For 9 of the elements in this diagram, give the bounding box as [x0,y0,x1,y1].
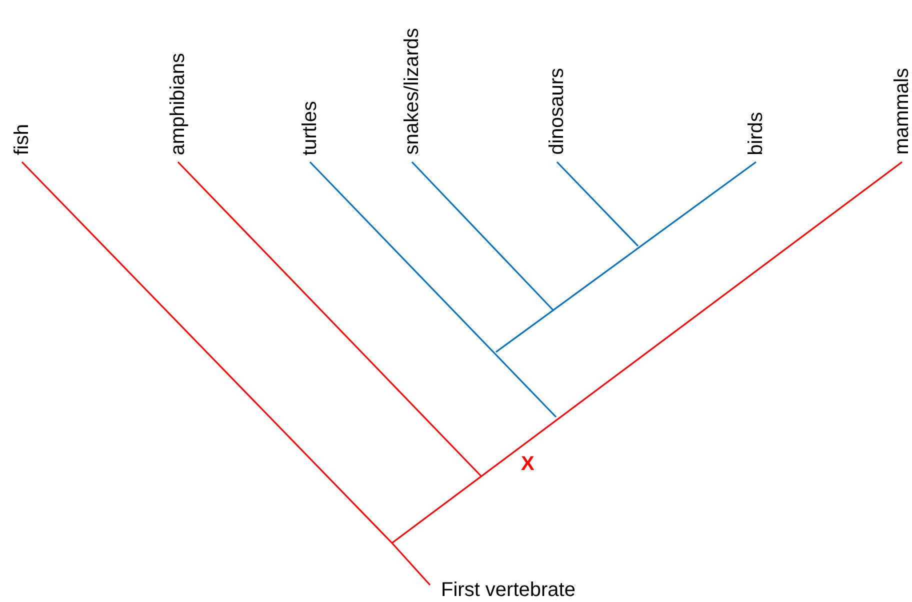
root-label: First vertebrate [441,578,576,602]
clade-marker: X [521,452,534,476]
taxon-label: fish [10,124,34,155]
taxon-label: birds [744,112,768,155]
taxon-label: turtles [298,100,322,155]
taxon-label: snakes/lizards [400,28,424,155]
taxon-label: mammals [890,68,912,155]
taxon-label: amphibians [166,52,190,155]
taxon-label: dinosaurs [545,68,569,155]
